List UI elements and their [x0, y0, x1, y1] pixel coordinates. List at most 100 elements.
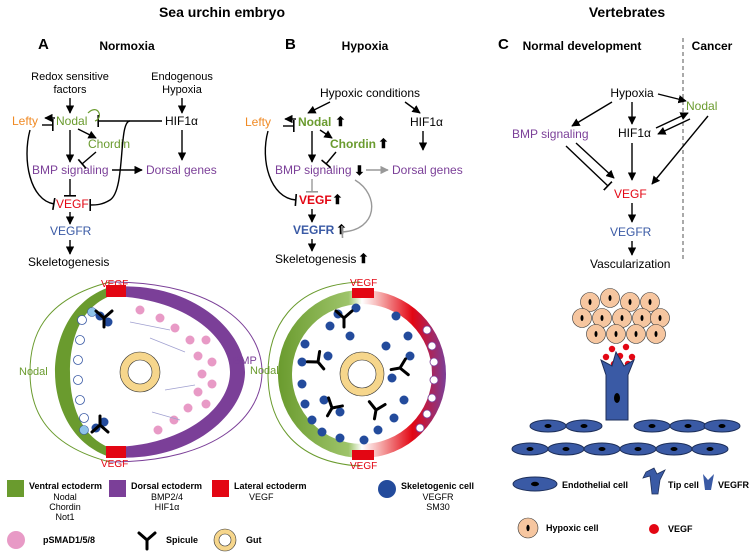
spicule-arm	[389, 357, 410, 377]
psmad-cell	[170, 323, 180, 333]
embryo-a-gut-inner	[127, 359, 153, 385]
spicule-arm	[367, 400, 387, 421]
c-bmp-to-vegf	[575, 142, 615, 179]
skeletogenic-cell	[300, 339, 310, 349]
filopodia	[129, 321, 171, 331]
panel-a-title: Normoxia	[99, 39, 155, 53]
vegf-b-up: ⬆	[332, 192, 343, 207]
hyp-cond-b: Hypoxic conditions	[320, 86, 420, 100]
skeletogenic-cell	[405, 351, 415, 361]
legend-ventral-gene-3: Not1	[55, 512, 74, 522]
a-nodal-to-chordin	[77, 128, 97, 139]
legend-ventral-gene-2: Chordin	[49, 502, 81, 512]
panel-c-normal-title: Normal development	[523, 39, 642, 53]
psmad-cell	[193, 351, 203, 361]
empty-cell	[77, 315, 87, 325]
hypoxic-nucleus	[580, 315, 584, 321]
skeletogenic-cell	[297, 357, 307, 367]
psmad-cell	[185, 335, 195, 345]
c-hif-to-nodal	[655, 112, 689, 129]
legend-skeleto-gene-1: VEGFR	[422, 492, 454, 502]
skeletogenic-cell	[389, 413, 399, 423]
empty-cell	[79, 413, 89, 423]
legend-gut: Gut	[246, 535, 262, 545]
skeletogenic-cell	[381, 341, 391, 351]
c-nodal-to-vegf	[651, 115, 709, 185]
filopodia	[164, 384, 196, 391]
bmp-b: BMP signaling	[275, 163, 352, 177]
psmad-cell	[153, 425, 163, 435]
skeletogenic-cell	[359, 435, 369, 445]
skeletogenic-cell	[391, 311, 401, 321]
embryo-b-nodal-bracket	[267, 281, 361, 467]
skeletogenic-cell	[317, 427, 327, 437]
legend-gut-inner	[218, 533, 232, 547]
embryo-b-nodal-label: Nodal	[250, 365, 279, 377]
hypoxic-nucleus	[640, 315, 644, 321]
spicule	[334, 309, 354, 329]
legend-vegfr: VEGFR	[718, 480, 750, 490]
chordin-a: Chordin	[88, 137, 130, 151]
b-hyp-to-hif	[404, 101, 421, 114]
embryo-a-green-outer	[55, 287, 110, 457]
legend-dorsal-gene-2: HIF1α	[155, 502, 180, 512]
skeletogenic-cell	[387, 373, 397, 383]
panel-b-letter: B	[285, 36, 296, 53]
legend-psmad: pSMAD1/5/8	[43, 535, 95, 545]
endothelial-nucleus	[634, 447, 642, 451]
vasc-c: Vascularization	[590, 257, 670, 271]
a-chordin-inhibits-bmp	[77, 151, 97, 169]
c-nodal-to-hif	[657, 118, 691, 135]
legend-dorsal-gene-1: BMP2/4	[151, 492, 183, 502]
psmad-cell	[155, 313, 165, 323]
dorsal-b: Dorsal genes	[392, 163, 463, 177]
endog-label-1: Endogenous	[151, 71, 213, 83]
legend-spicule-icon	[137, 531, 157, 551]
hif-a: HIF1α	[165, 114, 198, 128]
embryo-b-red-bottom	[352, 450, 374, 460]
redox-label-2: factors	[53, 84, 87, 96]
empty-cell	[427, 341, 437, 351]
filopodia	[151, 411, 181, 421]
a-hif-inhibits-vegf	[89, 120, 131, 212]
legend-hypoxic-nucleus	[526, 524, 530, 532]
skeletogenic-cell	[325, 321, 335, 331]
embryo-a-vegf-bottom: VEGF	[101, 459, 128, 470]
skeletogenic-cell	[103, 317, 113, 327]
nodal-a: Nodal	[56, 114, 87, 128]
spicule-arm	[326, 396, 344, 418]
tip-cell-nucleus	[614, 393, 620, 403]
hypoxic-nucleus	[608, 295, 612, 301]
legend-dorsal-swatch	[109, 480, 126, 497]
spicule-arm	[334, 309, 354, 329]
legend-lateral: Lateral ectoderm	[234, 481, 307, 491]
spicule-arm	[94, 309, 114, 329]
nodal-b: Nodal	[298, 115, 331, 129]
legend-vert: Endothelial cell Tip cell VEGFR Hypoxic …	[512, 467, 750, 539]
panel-c-letter: C	[498, 36, 509, 53]
chordin-b-up: ⬆	[378, 136, 389, 151]
skeletogenic-cell	[399, 395, 409, 405]
empty-cell	[73, 375, 83, 385]
empty-cell	[427, 393, 437, 403]
skeletogenic-cell	[335, 433, 345, 443]
legend-skeleto-dot	[378, 480, 396, 498]
skel-a: Skeletogenesis	[28, 255, 109, 269]
spicule	[389, 357, 410, 377]
legend-lateral-swatch	[212, 480, 229, 497]
b-hyp-to-nodal	[307, 101, 331, 114]
legend-urchin: Ventral ectoderm Nodal Chordin Not1 Dors…	[7, 480, 474, 552]
legend-vegfr-icon	[703, 474, 714, 490]
lefty-b: Lefty	[245, 115, 271, 129]
hypoxic-nucleus	[614, 331, 618, 337]
vegfr-c: VEGFR	[610, 225, 652, 239]
legend-skeleto-gene-2: SM30	[426, 502, 450, 512]
hypoxic-nucleus	[600, 315, 604, 321]
psmad-cell	[197, 369, 207, 379]
embryo-b-cells	[297, 303, 439, 445]
dorsal-a: Dorsal genes	[146, 163, 217, 177]
legend-tip-icon	[642, 467, 666, 495]
vessel-upper-row	[529, 419, 741, 433]
panel-c-cancer-title: Cancer	[692, 39, 733, 53]
endothelial-nucleus	[544, 424, 552, 428]
